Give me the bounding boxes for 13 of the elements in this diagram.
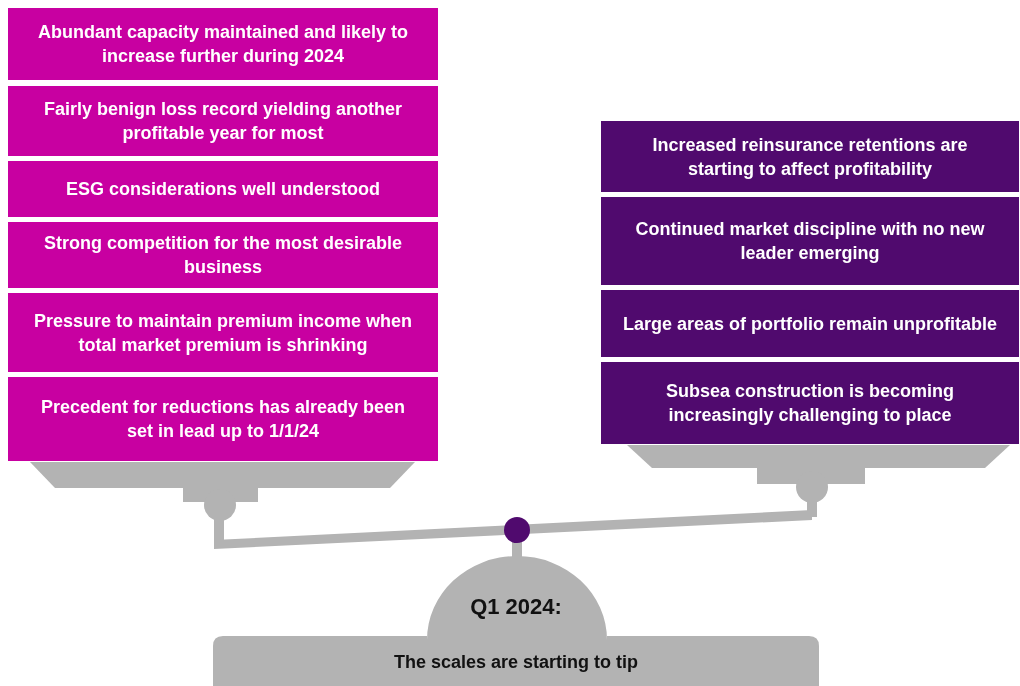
text-box: Continued market discipline with no new leader emerging — [601, 197, 1019, 285]
text-box: Large areas of portfolio remain unprofitable — [601, 290, 1019, 357]
heading-text: Q1 2024: — [469, 594, 563, 620]
text-box: Fairly benign loss record yielding another profitable year for most — [8, 86, 438, 156]
text-box: ESG considerations well understood — [8, 161, 438, 217]
text-box: Abundant capacity maintained and likely to increase further during 2024 — [8, 8, 438, 80]
text-box: Subsea construction is becoming increasingly challenging to place — [601, 362, 1019, 444]
text-box: Pressure to maintain premium income when total market premium is shrinking — [8, 293, 438, 372]
text-box: Strong competition for the most desirable business — [8, 222, 438, 288]
subheading-text: The scales are starting to tip — [392, 652, 640, 673]
text-box: Increased reinsurance retentions are starting to affect profitability — [601, 121, 1019, 192]
text-box: Precedent for reductions has already been set in lead up to 1/1/24 — [8, 377, 438, 461]
pedestal-shape — [213, 556, 819, 686]
